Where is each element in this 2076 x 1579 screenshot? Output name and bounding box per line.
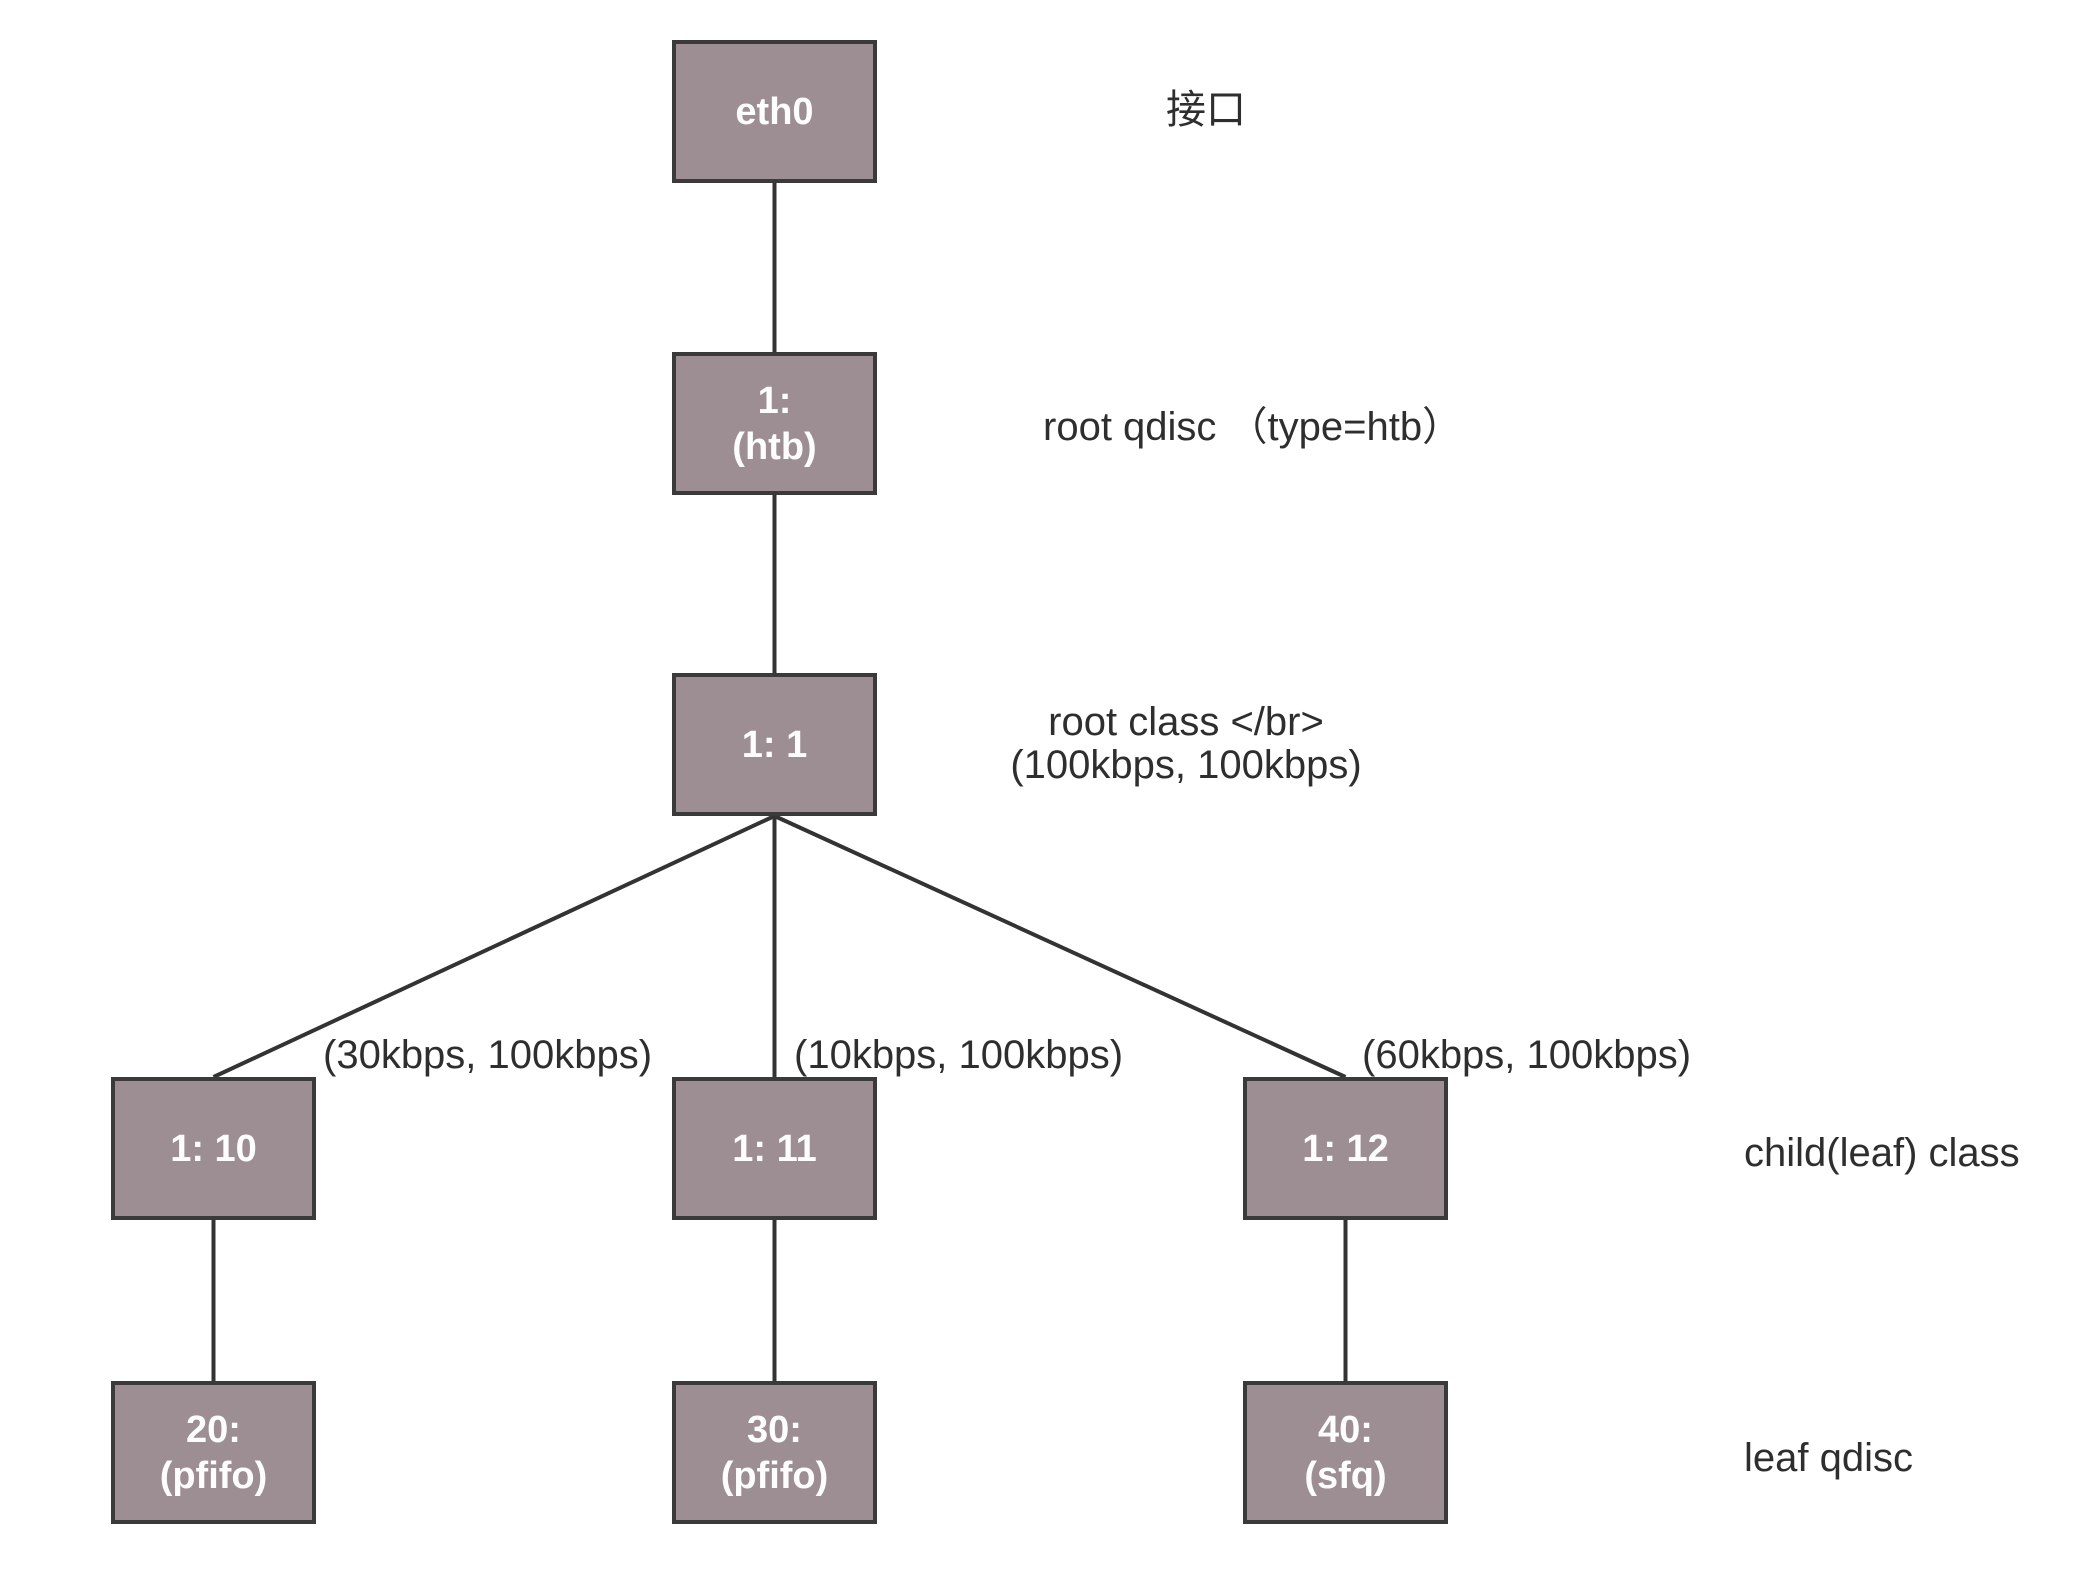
label-root-class: root class </br> (100kbps, 100kbps) <box>986 701 1386 787</box>
node-q30-line2: (pfifo) <box>720 1454 829 1497</box>
label-interface: 接口 <box>1166 88 1246 132</box>
node-htb-line1: 1: <box>757 379 792 422</box>
node-q20-line2: (pfifo) <box>159 1454 268 1497</box>
node-c11-label: 1: 11 <box>732 1127 817 1170</box>
node-class-1-10: 1: 10 <box>111 1077 316 1220</box>
node-c12-label: 1: 12 <box>1302 1127 1389 1170</box>
label-root-class-line2: (100kbps, 100kbps) <box>1010 743 1362 787</box>
node-eth0: eth0 <box>672 40 877 183</box>
node-class-1-12: 1: 12 <box>1243 1077 1448 1220</box>
label-rate-class-12: (60kbps, 100kbps) <box>1362 1033 1692 1077</box>
label-root-class-line1: root class </br> <box>1048 700 1324 744</box>
label-leaf-qdisc: leaf qdisc <box>1744 1436 1913 1480</box>
node-qdisc-20-pfifo: 20: (pfifo) <box>111 1381 316 1524</box>
label-root-qdisc: root qdisc （type=htb） <box>1043 405 1463 449</box>
edge-root-c10 <box>212 814 776 1079</box>
node-qdisc-30-pfifo: 30: (pfifo) <box>672 1381 877 1524</box>
label-rate-class-11: (10kbps, 100kbps) <box>794 1033 1124 1077</box>
node-qdisc-40-sfq: 40: (sfq) <box>1243 1381 1448 1524</box>
label-rate-class-10: (30kbps, 100kbps) <box>323 1033 653 1077</box>
node-htb-line2: (htb) <box>732 425 817 468</box>
node-q40-line1: 40: <box>1318 1408 1373 1451</box>
node-q40-line2: (sfq) <box>1304 1454 1387 1497</box>
node-c10-label: 1: 10 <box>170 1127 257 1170</box>
node-root-label: 1: 1 <box>741 723 808 766</box>
node-root-class-1-1: 1: 1 <box>672 673 877 816</box>
node-q20-line1: 20: <box>186 1408 241 1451</box>
node-q30-line1: 30: <box>747 1408 802 1451</box>
node-root-qdisc-htb: 1: (htb) <box>672 352 877 495</box>
node-eth0-label: eth0 <box>735 90 814 133</box>
label-child-leaf-class: child(leaf) class <box>1744 1131 2020 1175</box>
edge-root-c12 <box>773 814 1347 1079</box>
node-class-1-11: 1: 11 <box>672 1077 877 1220</box>
